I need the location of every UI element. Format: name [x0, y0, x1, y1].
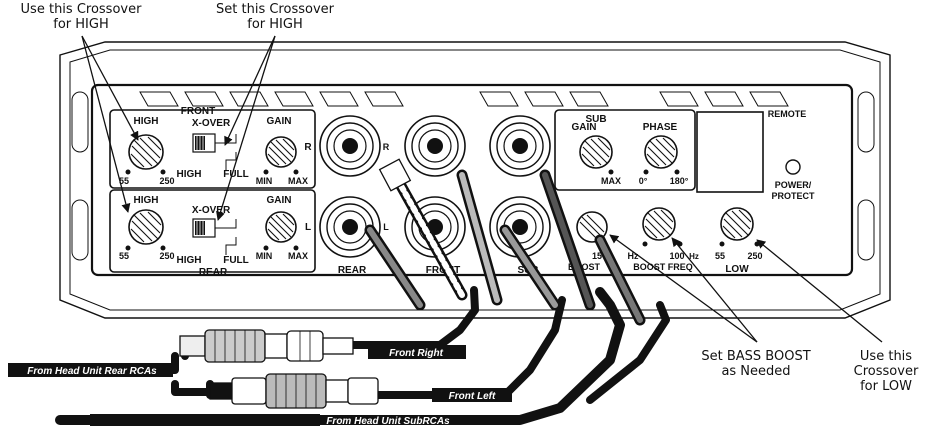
front-xover-label: X-OVER [192, 118, 231, 129]
boost-level-15: 15 [592, 251, 602, 261]
boost-freq-label: BOOST FREQ [633, 262, 693, 272]
sub-phase-label: PHASE [643, 122, 678, 133]
front-channel-r: R [304, 142, 312, 153]
remote-label: REMOTE [768, 109, 807, 119]
remote-display [696, 111, 764, 193]
sub-section-frame [554, 109, 696, 191]
front-section: FRONT X-OVER HIGH GAIN 55 250 HIGH FULL … [119, 106, 312, 186]
boost-freq-hz: Hz [628, 251, 639, 261]
rear-gain-knob[interactable] [265, 211, 297, 243]
rear-section-frame [109, 189, 316, 273]
front-freq-low: 55 [119, 176, 129, 186]
rear-freq-low: 55 [119, 251, 129, 261]
sub-phase-knob[interactable] [644, 135, 678, 169]
sub-gain-knob[interactable] [579, 135, 613, 169]
sub-gain-label: GAIN [572, 122, 597, 133]
front-gain-max: MAX [288, 176, 308, 186]
low-freq-250: 250 [747, 251, 762, 261]
low-label: LOW [725, 264, 749, 275]
callout-set-crossover-high: Set this Crossover for HIGH [216, 2, 334, 32]
rca-plugs [179, 158, 412, 409]
rear-channel-l: L [305, 222, 311, 233]
cable-front-left-label: Front Left [449, 391, 496, 402]
knob-indicator-dots [125, 169, 299, 251]
jack-l-label: L [383, 222, 389, 232]
rear-high-label: HIGH [134, 195, 159, 206]
cable-rear-rcas-label: From Head Unit Rear RCAs [27, 366, 157, 377]
cable-front-right-label: Front Right [389, 348, 444, 359]
boost-freq-100: 100 [669, 251, 684, 261]
sub-phase-180: 180° [670, 176, 689, 186]
sub-label: SUB [585, 114, 606, 125]
front-xover-switch[interactable] [192, 133, 237, 170]
rca-jack-front-right[interactable] [404, 115, 466, 177]
front-high-label: HIGH [134, 116, 159, 127]
rear-plug-left [209, 373, 379, 409]
rear-xover-label: X-OVER [192, 205, 231, 216]
front-high-crossover-knob[interactable] [128, 134, 164, 170]
plug-front-right [378, 158, 412, 192]
callout-use-crossover-low: Use this Crossover for LOW [853, 349, 919, 394]
cable-sub-rcas-label: From Head Unit SubRCAs [326, 416, 450, 427]
front-label: FRONT [181, 106, 215, 117]
callout-bass-boost: Set BASS BOOST as Needed [701, 349, 811, 379]
rear-plug-right [179, 329, 354, 363]
rear-freq-high: 250 [159, 251, 174, 261]
boost-section: 15 Hz 100 Hz BOOST BOOST FREQ 55 250 LOW [568, 251, 763, 275]
power-protect-led [785, 159, 801, 175]
callout-use-crossover-high: Use this Crossover for HIGH [20, 2, 142, 32]
rear-xover-switch[interactable] [192, 218, 237, 255]
boost-level-knob[interactable] [576, 211, 608, 243]
cable-labels: Front Right Front Left From Head Unit Re… [8, 345, 512, 427]
vent-slots [139, 91, 789, 107]
front-freq-high: 250 [159, 176, 174, 186]
rca-cables [16, 169, 670, 425]
front-gain-label: GAIN [267, 116, 292, 127]
boost-freq-knob[interactable] [642, 207, 676, 241]
low-crossover-knob[interactable] [720, 207, 754, 241]
rear-gain-max: MAX [288, 251, 308, 261]
rear-xover-full: FULL [223, 255, 249, 266]
input-rear-label: REAR [338, 265, 367, 276]
rear-label: REAR [199, 267, 228, 278]
rear-gain-label: GAIN [267, 195, 292, 206]
rca-jack-front-right-top[interactable] [319, 115, 381, 177]
protect-label: PROTECT [771, 191, 815, 201]
rca-jack-sub-right[interactable] [489, 115, 551, 177]
jack-r-label: R [383, 142, 390, 152]
front-gain-knob[interactable] [265, 136, 297, 168]
sub-section: SUB GAIN PHASE MAX 0° 180° REMOTE POWER/… [572, 109, 815, 201]
sub-gain-max: MAX [601, 176, 621, 186]
amplifier-housing [59, 41, 891, 319]
rca-jack-rear-left[interactable] [319, 196, 381, 258]
boost-freq-100-hz: Hz [689, 252, 699, 261]
rear-high-crossover-knob[interactable] [128, 209, 164, 245]
rear-gain-min: MIN [256, 251, 273, 261]
callout-arrows [81, 35, 883, 343]
front-gain-min: MIN [256, 176, 273, 186]
low-freq-55: 55 [715, 251, 725, 261]
rear-section: HIGH X-OVER GAIN 55 250 HIGH FULL REAR M… [119, 195, 311, 278]
front-section-frame [109, 109, 316, 189]
front-xover-full: FULL [223, 169, 249, 180]
boost-label: BOOST [568, 262, 601, 272]
power-label: POWER/ [775, 180, 812, 190]
rear-xover-high: HIGH [177, 255, 202, 266]
sub-phase-0: 0° [639, 176, 648, 186]
front-xover-high: HIGH [177, 169, 202, 180]
